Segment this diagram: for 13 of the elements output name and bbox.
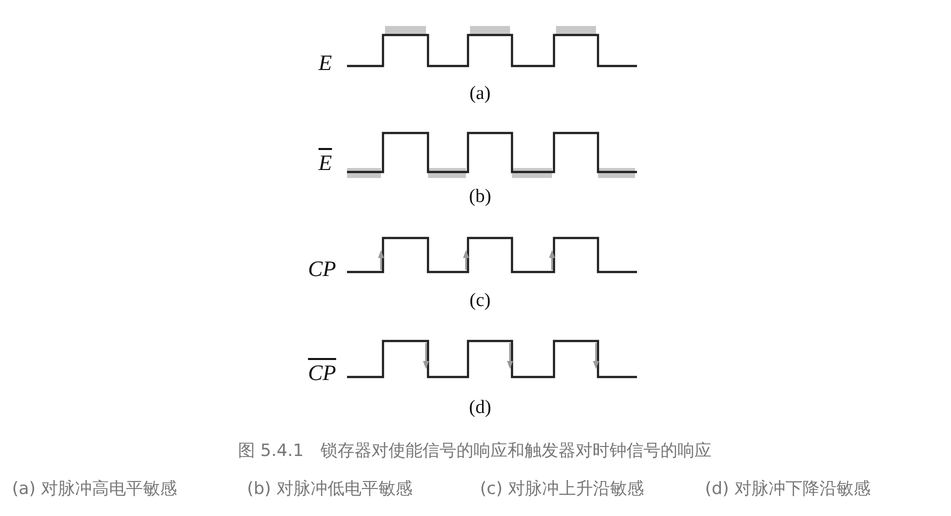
subfigure-label: (b) [469,187,492,206]
subcaption: (d) 对脉冲下降沿敏感 [705,481,870,498]
subcaption: (c) 对脉冲上升沿敏感 [480,481,644,498]
subcaption: (a) 对脉冲高电平敏感 [12,481,178,498]
subfigure-label: (d) [469,398,492,417]
signal-label: E [318,52,332,74]
subfigure-label: (c) [470,291,491,310]
signal-label: CP [308,362,336,384]
subcaption: (b) 对脉冲低电平敏感 [247,481,412,498]
figure-caption: 图 5.4.1 锁存器对使能信号的响应和触发器对时钟信号的响应 [238,443,712,460]
signal-label: E [318,152,332,174]
subfigure-label: (a) [470,84,491,103]
signal-label: CP [308,258,336,280]
